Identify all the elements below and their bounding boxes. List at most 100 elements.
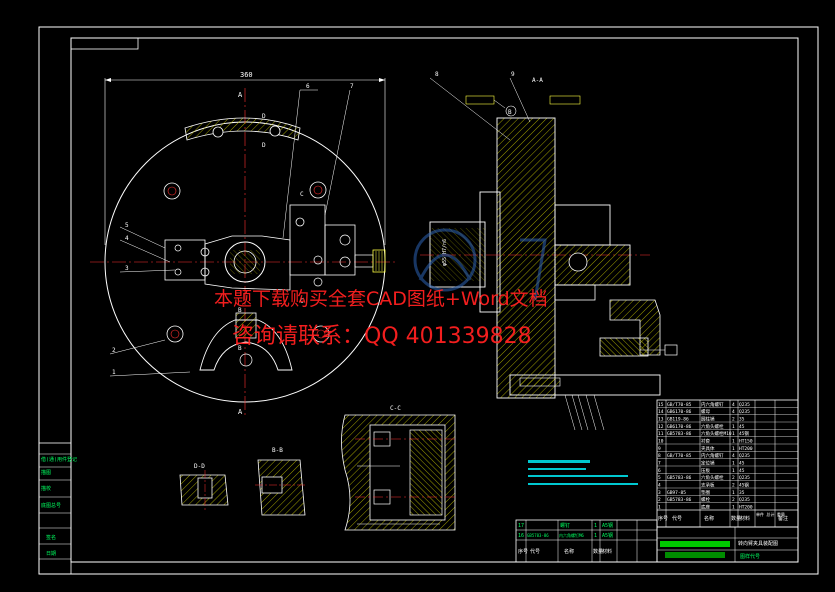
section-c-c: C-C	[341, 405, 456, 531]
label-c-c: C-C	[390, 405, 401, 412]
balloon-2: 2	[112, 347, 116, 354]
label-b-b: B-B	[272, 447, 283, 454]
bom-row-11-no: 11	[658, 431, 664, 437]
bom-row-12-no: 12	[658, 424, 664, 430]
bom-row-7-no: 7	[658, 461, 661, 467]
label-c-top: C	[300, 191, 304, 198]
balloon-1: 1	[112, 369, 116, 376]
bom-row-10-material: HT150	[739, 439, 753, 445]
bom-row-6-qty: 1	[732, 468, 735, 474]
section-b-b: B-B	[255, 447, 306, 516]
lower-h-qty: 数量	[593, 548, 603, 555]
balloon-6: 6	[306, 83, 310, 90]
bom-row-6-material: 45	[739, 468, 745, 474]
bom-row-10-name: 衬套	[701, 438, 710, 445]
section-d-d: D-D	[179, 463, 229, 510]
bom-row-11-qty: 1	[732, 431, 735, 437]
bom-row-3-material: 35	[739, 490, 745, 496]
balloon-3: 3	[125, 265, 129, 272]
bom-row-14-no: 14	[658, 409, 664, 415]
tech-requirements	[528, 460, 638, 485]
bom-row-10-no: 10	[658, 439, 664, 445]
bom-row-1-name: 底座	[701, 504, 710, 511]
watermark-line1: 本题下载购买全套CAD图纸+Word文档	[214, 288, 548, 310]
dim-dia-bushing: φ55 H7/n6	[442, 239, 448, 266]
dim-360: 360	[240, 71, 253, 79]
title-block: 转向臂夹具装配图 图样代号	[656, 526, 799, 563]
balloon-5: 5	[125, 222, 129, 229]
left-cell-4: 签名	[46, 534, 56, 541]
bom-h-code: 代号	[672, 515, 682, 522]
bom-row-8-name: 内六角螺钉	[701, 452, 724, 459]
label-c-bottom: C	[300, 298, 304, 305]
bom-row-13-code: GB119-86	[667, 417, 689, 423]
watermark-logo	[413, 228, 547, 301]
lower-h-name: 名称	[564, 548, 574, 555]
title-part-name: 转向臂夹具装配图	[738, 540, 778, 547]
lower-row-17-qty: 1	[594, 523, 597, 529]
label-a-a: A-A	[532, 77, 543, 84]
bom-row-10-qty: 1	[732, 439, 735, 445]
lower-row-16-no: 16	[518, 533, 524, 539]
bom-row-8-no: 8	[658, 453, 661, 459]
bom-row-15-name: 内六角螺钉	[701, 401, 724, 408]
bom-row-13-qty: 2	[732, 417, 735, 423]
datum-b: B	[508, 109, 512, 116]
bom-row-15-code: GB/T70-85	[667, 402, 692, 408]
bom-row-13-material: 35	[739, 417, 745, 423]
lower-row-16-mat: A5钢	[602, 532, 613, 539]
bom-row-2-qty: 2	[732, 497, 735, 503]
bom-row-2-material: Q235	[739, 497, 750, 503]
bom-row-8-code: GB/T70-85	[667, 453, 692, 459]
lower-row-16-code: GB5783-86	[527, 533, 549, 538]
bom-row-1-material: HT200	[739, 505, 753, 511]
bom-row-3-qty: 1	[732, 490, 735, 496]
balloon-7: 7	[350, 83, 354, 90]
top-corner-box	[70, 37, 139, 50]
lower-row-17-name: 螺钉	[560, 522, 570, 529]
label-b-top: B	[238, 307, 242, 314]
front-view: 360	[90, 71, 395, 416]
bom-h-qty: 数量	[731, 515, 741, 522]
label-a-top: A	[238, 91, 243, 99]
bom-row-6-name: 压板	[701, 467, 710, 474]
lower-row-16-name: 内六角螺钉M6	[559, 532, 584, 538]
bom-row-3-name: 垫圈	[701, 489, 710, 496]
label-d-bottom: D	[262, 142, 266, 149]
label-b-bottom: B	[238, 345, 242, 352]
left-cell-2: 描校	[41, 485, 51, 492]
bom-row-3-no: 3	[658, 490, 661, 496]
bom-h-no: 序号	[658, 515, 668, 522]
bom-row-4-qty: 2	[732, 483, 735, 489]
bom-row-5-no: 5	[658, 475, 661, 481]
lower-h-code: 代号	[530, 548, 540, 555]
bom-row-12-qty: 1	[732, 424, 735, 430]
bom-row-5-qty: 2	[732, 475, 735, 481]
left-cell-1: 描图	[41, 469, 51, 476]
bom-row-7-qty: 1	[732, 461, 735, 467]
bom-row-15-material: Q235	[739, 402, 750, 408]
bom-row-2-name: 螺栓	[701, 496, 710, 503]
bom-row-5-code: GB5783-86	[667, 475, 692, 481]
bom-row-1-no: 1	[658, 505, 661, 511]
bom-row-7-name: 定位销	[701, 460, 715, 467]
lower-h-mat: 材料	[602, 548, 612, 555]
left-cell-5: 日期	[46, 551, 56, 557]
bom-h-weight: 单件 总计 重量	[756, 511, 785, 517]
bom-row-6-no: 6	[658, 468, 661, 474]
label-d-d: D-D	[194, 463, 205, 470]
bom-row-14-code: GB6170-86	[667, 409, 692, 415]
bom-row-3-code: GB97-85	[667, 490, 686, 496]
bom-row-11-code: GB5783-86	[667, 431, 692, 437]
section-a-a: A-A 8 9 B	[420, 71, 678, 431]
bom-row-4-name: 支承板	[701, 482, 715, 489]
bom-h-name: 名称	[704, 515, 714, 522]
lower-h-no: 序号	[518, 548, 528, 555]
inner-frame	[70, 37, 799, 563]
left-title-strip: 借(通)用件登记 描图 描校 底图总号 签名 日期	[38, 442, 77, 575]
bom-row-7-material: 45	[739, 461, 745, 467]
bom-row-1-qty: 1	[732, 505, 735, 511]
bom-row-15-no: 15	[658, 402, 664, 408]
